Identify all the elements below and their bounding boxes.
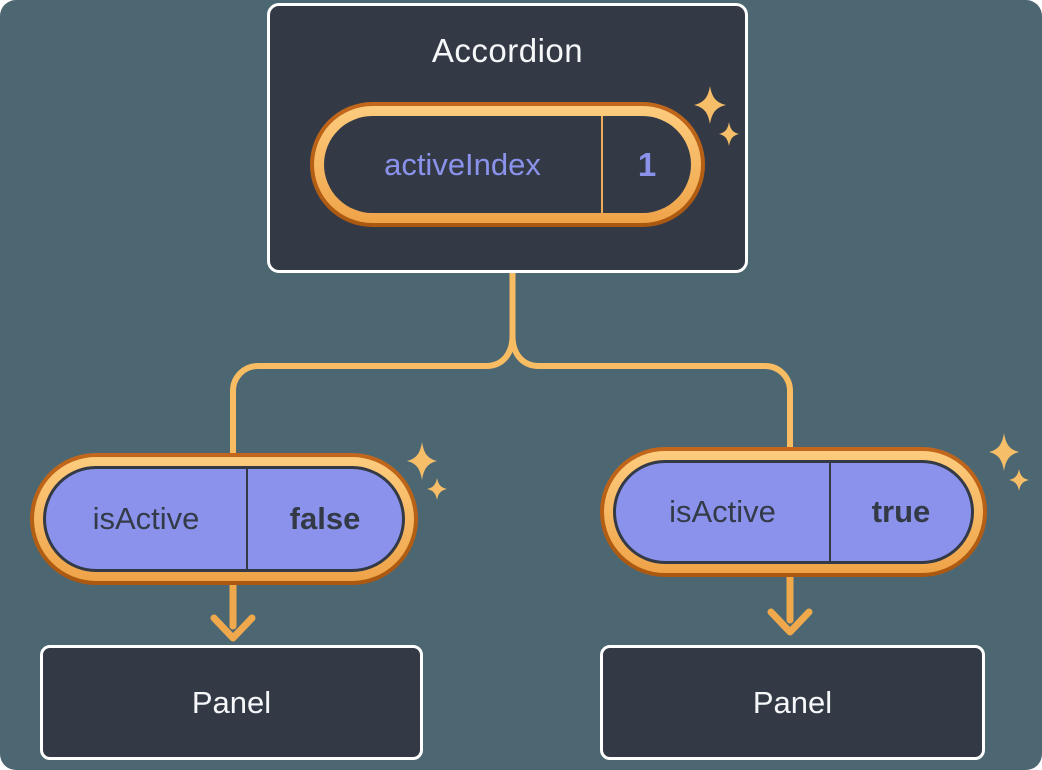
pill-ring-inner: isActive true (604, 451, 983, 573)
accordion-title: Accordion (431, 32, 584, 69)
arrow-left-head (210, 614, 256, 642)
pill-body: isActive false (43, 466, 405, 572)
pill-ring-outer: isActive false (30, 453, 418, 585)
pill-divider (829, 463, 831, 561)
prop-name: isActive (669, 494, 776, 529)
arrow-right-head (767, 608, 813, 636)
connector-right (509, 333, 793, 450)
pill-ring-inner: activeIndex 1 (314, 106, 701, 223)
prop-pill-isactive-true: isActive true (600, 447, 987, 577)
pill-divider (601, 116, 603, 213)
pill-body: isActive true (613, 460, 974, 564)
pill-ring-outer: isActive true (600, 447, 987, 577)
state-pill-activeindex: activeIndex 1 (310, 102, 705, 227)
prop-pill-isactive-false: isActive false (30, 453, 418, 585)
pill-ring-inner: isActive false (34, 457, 414, 581)
state-value: 1 (637, 145, 657, 183)
pill-body: activeIndex 1 (324, 116, 691, 213)
prop-value: true (871, 494, 931, 529)
pill-divider (246, 469, 248, 569)
connector-left (230, 270, 516, 456)
prop-name: isActive (92, 501, 200, 536)
panel-card-left: Panel (40, 645, 423, 760)
panel-title: Panel (752, 684, 833, 720)
state-name: activeIndex (384, 146, 541, 182)
panel-title: Panel (191, 684, 272, 720)
pill-ring-outer: activeIndex 1 (310, 102, 705, 227)
panel-card-right: Panel (600, 645, 985, 760)
prop-value: false (289, 501, 361, 536)
